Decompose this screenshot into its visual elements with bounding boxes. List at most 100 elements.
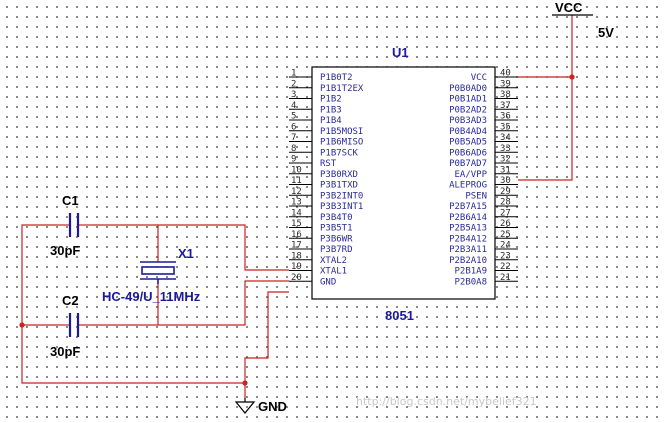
junction-vcc: [569, 74, 575, 80]
pin-number: 10: [291, 165, 302, 175]
pin-24[interactable]: 24 P2B3A11: [449, 241, 518, 256]
pin-name: P1B3: [320, 105, 342, 115]
pin-number: 17: [291, 241, 302, 251]
pin-name: XTAL1: [320, 267, 347, 277]
pin-9[interactable]: 9 RST: [289, 155, 337, 170]
wire-xtal1[interactable]: [90, 280, 289, 326]
pin-name: GND: [320, 277, 336, 287]
pin-number: 36: [500, 112, 511, 122]
capacitor-c1[interactable]: C1 30pF: [50, 193, 90, 258]
pin-number: 34: [500, 133, 511, 143]
pin-name: XTAL2: [320, 256, 347, 266]
pin-number: 9: [291, 155, 296, 165]
pin-name: P2B2A10: [449, 256, 487, 266]
pin-number: 7: [291, 133, 296, 143]
pin-name: RST: [320, 159, 337, 169]
wires: [21, 15, 573, 398]
pin-number: 1: [291, 69, 296, 79]
pin-name: P3B0RXD: [320, 170, 358, 180]
pin-4[interactable]: 4 P1B3: [289, 101, 342, 116]
pin-number: 35: [500, 122, 511, 132]
x1-ref: X1: [178, 246, 194, 261]
pin-number: 23: [500, 251, 511, 261]
pin-number: 4: [291, 101, 296, 111]
pin-number: 3: [291, 90, 296, 100]
pin-number: 28: [500, 198, 511, 208]
wire-vcc[interactable]: [518, 15, 573, 78]
pin-name: P3B3INT1: [320, 202, 363, 212]
pin-number: 2: [291, 79, 296, 89]
junction-gnd-node: [242, 380, 248, 386]
pin-name: P3B6WR: [320, 234, 353, 244]
pin-name: P0B7AD7: [449, 159, 487, 169]
pin-name: PSEN: [465, 191, 487, 201]
vcc-symbol[interactable]: VCC 5V: [552, 0, 614, 40]
pin-number: 39: [500, 79, 511, 89]
pin-number: 20: [291, 273, 302, 283]
pin-name: P2B0A8: [454, 277, 487, 287]
pin-name: P2B3A11: [449, 245, 487, 255]
crystal-x1[interactable]: X1 HC-49/U_11MHz: [102, 246, 201, 304]
vcc-value: 5V: [598, 25, 614, 40]
pin-number: 24: [500, 241, 511, 251]
capacitor-c2[interactable]: C2 30pF: [50, 293, 90, 359]
pin-36[interactable]: 36 P0B3AD3: [449, 112, 518, 127]
pin-name: P0B6AD6: [449, 148, 487, 158]
pin-name: P3B5T1: [320, 224, 353, 234]
wire-xtal2[interactable]: [90, 224, 289, 271]
wire-cap-common[interactable]: [21, 224, 245, 384]
pin-number: 21: [500, 273, 511, 283]
pin-number: 16: [291, 230, 302, 240]
pin-16[interactable]: 16 P3B6WR: [289, 230, 353, 245]
pin-name: P0B3AD3: [449, 116, 487, 126]
pin-name: P3B2INT0: [320, 191, 363, 201]
c1-ref: C1: [62, 193, 79, 208]
wire-ea-vpp[interactable]: [518, 77, 573, 181]
pin-number: 22: [500, 262, 511, 272]
pin-20[interactable]: 20 GND: [289, 273, 336, 288]
wire-gnd[interactable]: [244, 291, 289, 398]
pin-name: P3B1TXD: [320, 181, 358, 191]
pin-21[interactable]: 21 P2B0A8: [454, 273, 518, 288]
pin-number: 38: [500, 90, 511, 100]
c1-value: 30pF: [50, 243, 80, 258]
chip-part: 8051: [385, 308, 414, 323]
gnd-symbol[interactable]: GND: [234, 398, 287, 414]
